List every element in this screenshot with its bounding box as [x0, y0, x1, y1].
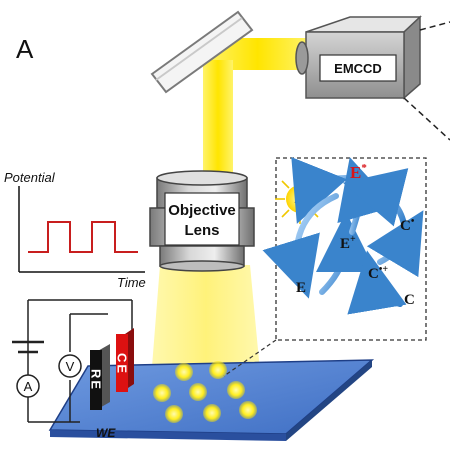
mechanism-arrows [262, 156, 424, 315]
beam-vertical [203, 60, 233, 180]
emission-dot [189, 383, 207, 401]
working-electrode-label: WE [96, 426, 116, 440]
emission-dot [227, 381, 245, 399]
waveform-trace [28, 221, 138, 253]
arrow-oxidation-c [347, 250, 407, 315]
species-radical-cation: C•+ [368, 264, 388, 282]
reference-electrode-label: RE [89, 369, 104, 391]
species-coreactant: C [404, 292, 415, 308]
objective-lens: Objective Lens [149, 170, 255, 272]
mechanism-inset: hv E* E+ E C• C•+ C [223, 156, 427, 377]
camera-lens-port [295, 41, 309, 75]
objective-label-line1: Objective [168, 202, 236, 219]
counter-electrode-label: CE [115, 353, 130, 375]
emission-dot [203, 404, 221, 422]
emission-spots [153, 361, 257, 423]
species-excited: E* [350, 162, 367, 182]
species-oxidized-e: E+ [340, 234, 356, 252]
arrow-relax [262, 193, 339, 299]
time-axis-label: Time [117, 275, 146, 290]
emission-dot [209, 361, 227, 379]
emccd-camera: EMCCD [295, 15, 450, 141]
potential-waveform: Potential Time [4, 170, 146, 290]
emission-dot [175, 363, 193, 381]
reference-electrode: RE [89, 344, 110, 410]
electrochemical-circuit [12, 299, 133, 423]
emission-dot [153, 384, 171, 402]
potential-axis-label: Potential [4, 170, 56, 185]
mirror [150, 10, 254, 94]
arrow-oxidation-e [315, 212, 376, 295]
ammeter: A [16, 374, 40, 398]
voltmeter-label: V [66, 359, 75, 374]
voltmeter: V [58, 354, 82, 378]
emission-cone [150, 265, 262, 392]
objective-label-line2: Lens [184, 222, 219, 239]
panel-label: A [16, 34, 34, 64]
light-path [150, 38, 310, 392]
species-neutral-e: E [296, 280, 306, 296]
emccd-label: EMCCD [334, 61, 382, 76]
species-radical: C• [400, 216, 415, 234]
emission-dot [165, 405, 183, 423]
ammeter-label: A [24, 379, 33, 394]
counter-electrode: CE [115, 328, 134, 392]
emission-dot [239, 401, 257, 419]
light-label: hv [295, 194, 306, 206]
